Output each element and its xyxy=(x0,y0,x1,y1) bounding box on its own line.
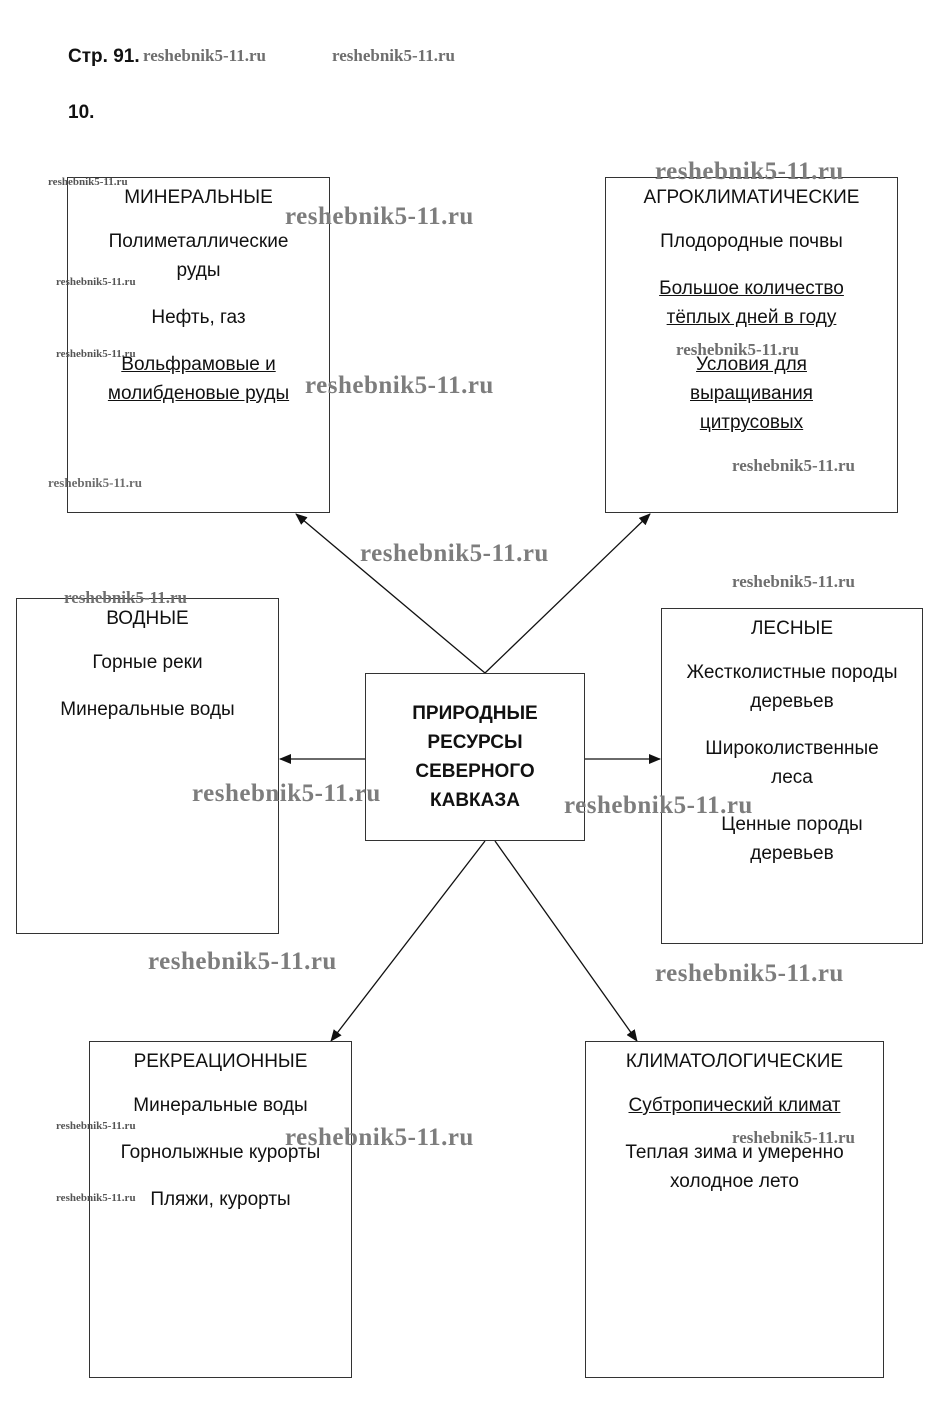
box-mineral: МИНЕРАЛЬНЫЕ Полиметаллические руды Нефть… xyxy=(67,177,330,513)
box-item: Жестколистные породы деревьев xyxy=(686,662,898,712)
center-box: ПРИРОДНЫЕ РЕСУРСЫ СЕВЕРНОГО КАВКАЗА xyxy=(365,673,585,841)
box-title: МИНЕРАЛЬНЫЕ xyxy=(124,187,273,208)
box-item: Горнолыжные курорты xyxy=(120,1142,321,1163)
box-item: Полиметаллические руды xyxy=(108,231,289,281)
box-item: Широколиственные леса xyxy=(705,738,879,788)
arrow-to-recreation xyxy=(330,840,486,1042)
arrow-to-mineral xyxy=(295,513,486,674)
box-item: Условия для выращивания цитрусовых xyxy=(690,354,813,433)
box-item: Горные реки xyxy=(92,652,203,673)
box-title: КЛИМАТОЛОГИЧЕСКИЕ xyxy=(625,1051,844,1072)
box-title: РЕКРЕАЦИОННЫЕ xyxy=(133,1051,308,1072)
arrow-to-climate xyxy=(494,840,638,1042)
box-item: Пляжи, курорты xyxy=(150,1189,291,1210)
box-item: Большое количество тёплых дней в году xyxy=(659,278,844,328)
box-title: ЛЕСНЫЕ xyxy=(750,618,834,639)
box-item: Теплая зима и умеренно холодное лето xyxy=(625,1142,844,1192)
box-item: Вольфрамовые и молибденовые руды xyxy=(107,354,290,404)
box-water: ВОДНЫЕ Горные реки Минеральные воды xyxy=(16,598,279,934)
box-item: Минеральные воды xyxy=(60,699,235,720)
center-line: ПРИРОДНЫЕ xyxy=(412,703,538,724)
box-recreation: РЕКРЕАЦИОННЫЕ Минеральные воды Горнолыжн… xyxy=(89,1041,352,1378)
box-item: Плодородные почвы xyxy=(660,231,843,252)
center-line: КАВКАЗА xyxy=(430,790,520,811)
box-item: Минеральные воды xyxy=(133,1095,308,1116)
box-climate: КЛИМАТОЛОГИЧЕСКИЕ Субтропический климат … xyxy=(585,1041,884,1378)
box-item: Нефть, газ xyxy=(151,307,246,328)
box-title: ВОДНЫЕ xyxy=(106,608,189,629)
center-line: СЕВЕРНОГО xyxy=(415,761,535,782)
arrow-to-agro xyxy=(484,513,651,674)
box-item: Ценные породы деревьев xyxy=(721,814,863,864)
center-line: РЕСУРСЫ xyxy=(427,732,523,753)
exercise-number: 10. xyxy=(68,102,95,123)
page-number: Стр. 91. xyxy=(68,46,140,67)
box-agro: АГРОКЛИМАТИЧЕСКИЕ Плодородные почвы Боль… xyxy=(605,177,898,513)
box-item: Субтропический климат xyxy=(628,1095,841,1116)
box-forest: ЛЕСНЫЕ Жестколистные породы деревьев Шир… xyxy=(661,608,923,944)
box-title: АГРОКЛИМАТИЧЕСКИЕ xyxy=(643,187,860,208)
